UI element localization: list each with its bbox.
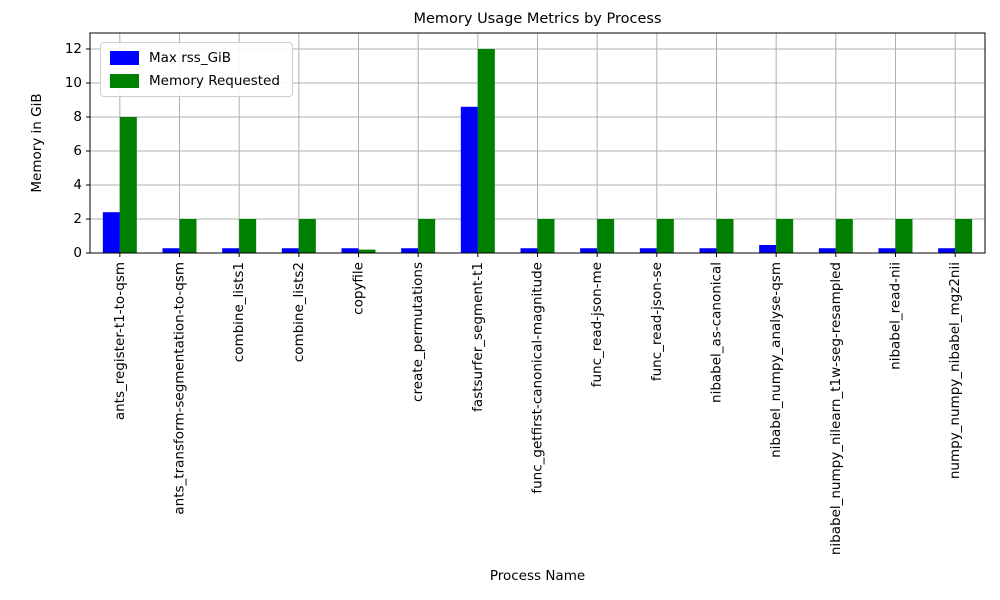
bar-memory-requested <box>119 116 137 253</box>
x-tick-label: combine_lists1 <box>231 262 247 362</box>
x-tick-label: copyfile <box>351 262 367 315</box>
chart-title: Memory Usage Metrics by Process <box>413 11 662 27</box>
y-tick-label: 6 <box>73 143 82 159</box>
x-tick-label: create_permutations <box>410 262 426 402</box>
legend-swatch-memory-requested <box>110 74 139 88</box>
legend: Max rss_GiB Memory Requested <box>100 42 293 97</box>
x-tick-label: fastsurfer_segment-t1 <box>470 262 486 412</box>
y-tick-label: 10 <box>65 75 82 91</box>
bar-memory-requested <box>776 218 794 253</box>
bar-max-rss <box>162 248 180 253</box>
bar-max-rss <box>818 248 836 253</box>
x-tick-label: nibabel_numpy_nilearn_t1w-seg-resampled <box>828 262 844 555</box>
x-axis-label: Process Name <box>489 568 586 584</box>
bar-memory-requested <box>358 249 376 253</box>
bar-max-rss <box>878 248 896 253</box>
legend-swatch-max-rss <box>110 51 139 65</box>
bar-max-rss <box>281 248 299 253</box>
bar-max-rss <box>699 248 717 253</box>
x-tick-label: func_getfirst-canonical-magnitude <box>530 262 546 494</box>
bar-max-rss <box>460 106 478 253</box>
bar-max-rss <box>639 248 657 253</box>
x-tick-label: ants_register-t1-to-qsm <box>112 262 128 420</box>
legend-item-max-rss: Max rss_GiB <box>110 50 280 66</box>
bar-memory-requested <box>418 218 436 253</box>
x-tick-label: func_read-json-se <box>649 262 665 381</box>
bar-max-rss <box>759 245 777 253</box>
x-tick-label: ants_transform-segmentation-to-qsm <box>172 262 188 515</box>
x-tick-label: nibabel_read-nii <box>888 262 904 370</box>
bar-max-rss <box>580 248 598 253</box>
bar-memory-requested <box>298 218 316 253</box>
legend-label-memory-requested: Memory Requested <box>149 73 280 89</box>
bar-memory-requested <box>597 218 615 253</box>
bar-memory-requested <box>835 218 853 253</box>
bar-memory-requested <box>537 218 555 253</box>
bar-memory-requested <box>895 218 913 253</box>
y-tick-label: 4 <box>73 177 82 193</box>
bar-max-rss <box>938 248 956 253</box>
bar-memory-requested <box>955 218 973 253</box>
y-tick-label: 2 <box>73 211 82 227</box>
y-tick-label: 12 <box>65 41 82 57</box>
bar-max-rss <box>520 248 538 253</box>
y-tick-label: 8 <box>73 109 82 125</box>
bar-memory-requested <box>179 218 197 253</box>
bar-memory-requested <box>656 218 674 253</box>
x-tick-label: nibabel_as-canonical <box>709 262 725 403</box>
x-tick-label: func_read-json-me <box>589 262 605 387</box>
x-tick-label: nibabel_numpy_analyse-qsm <box>768 262 784 458</box>
x-tick-label: numpy_numpy_nibabel_mgz2nii <box>947 262 963 479</box>
bar-max-rss <box>222 248 240 253</box>
bar-max-rss <box>401 248 419 253</box>
bar-memory-requested <box>477 48 495 254</box>
bar-memory-requested <box>239 218 257 253</box>
bar-memory-requested <box>716 218 734 253</box>
bar-max-rss <box>102 212 120 253</box>
x-tick-label: combine_lists2 <box>291 262 307 362</box>
legend-label-max-rss: Max rss_GiB <box>149 50 232 66</box>
legend-item-memory-requested: Memory Requested <box>110 73 280 89</box>
y-axis-label: Memory in GiB <box>29 93 45 193</box>
bar-max-rss <box>341 248 359 253</box>
y-tick-label: 0 <box>73 245 82 261</box>
